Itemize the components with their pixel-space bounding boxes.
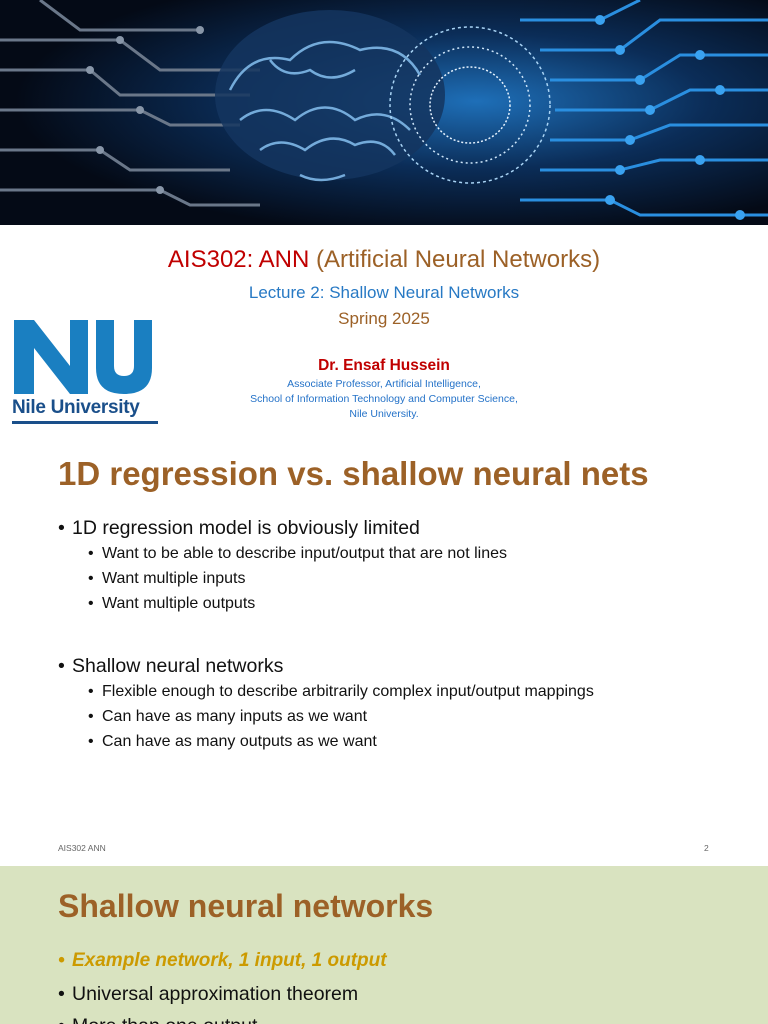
logo-text: Nile University xyxy=(12,397,140,418)
sub-bullet-item: •Flexible enough to describe arbitrarily… xyxy=(88,683,594,700)
course-code: AIS302: ANN xyxy=(167,246,310,273)
bullet-item: •More than one output xyxy=(58,1015,257,1024)
affiliation-line: School of Information Technology and Com… xyxy=(250,393,518,405)
affiliation-line: Associate Professor, Artificial Intellig… xyxy=(287,378,481,390)
slide-footer: AIS302 ANN xyxy=(58,843,106,853)
affiliation-line: Nile University. xyxy=(349,408,419,420)
nu-logo-mark xyxy=(14,320,152,394)
course-title: AIS302: ANN (Artificial Neural Networks) xyxy=(0,246,768,274)
bullet-item: •Shallow neural networks xyxy=(58,655,284,677)
logo-underline xyxy=(12,421,158,424)
lecture-title: Lecture 2: Shallow Neural Networks xyxy=(248,283,520,302)
page-number: 2 xyxy=(704,843,709,853)
sub-bullet-item: •Want multiple outputs xyxy=(88,595,256,612)
bullet-item: •Universal approximation theorem xyxy=(58,983,359,1005)
course-name: (Artificial Neural Networks) xyxy=(316,246,601,273)
sub-bullet-item: •Want to be able to describe input/outpu… xyxy=(88,545,507,562)
sub-bullet-item: •Want multiple inputs xyxy=(88,570,246,587)
brain-circuit-banner xyxy=(0,0,768,225)
content-slide: 1D regression vs. shallow neural nets •1… xyxy=(0,443,768,866)
sub-bullet-item: •Can have as many inputs as we want xyxy=(88,708,368,725)
title-slide: AIS302: ANN (Artificial Neural Networks)… xyxy=(0,0,768,443)
semester: Spring 2025 xyxy=(338,309,430,328)
slide-title: 1D regression vs. shallow neural nets xyxy=(58,455,649,492)
instructor-name: Dr. Ensaf Hussein xyxy=(318,357,450,374)
brain-circuit-image xyxy=(0,0,768,225)
nile-university-logo: Nile University xyxy=(12,318,160,426)
content-slide-partial: Shallow neural networks •Example network… xyxy=(0,866,768,1024)
bullet-item-highlighted: •Example network, 1 input, 1 output xyxy=(58,950,387,971)
bullet-item: •1D regression model is obviously limite… xyxy=(58,517,420,539)
sub-bullet-item: •Can have as many outputs as we want xyxy=(88,733,377,750)
slide-title: Shallow neural networks xyxy=(58,888,434,924)
